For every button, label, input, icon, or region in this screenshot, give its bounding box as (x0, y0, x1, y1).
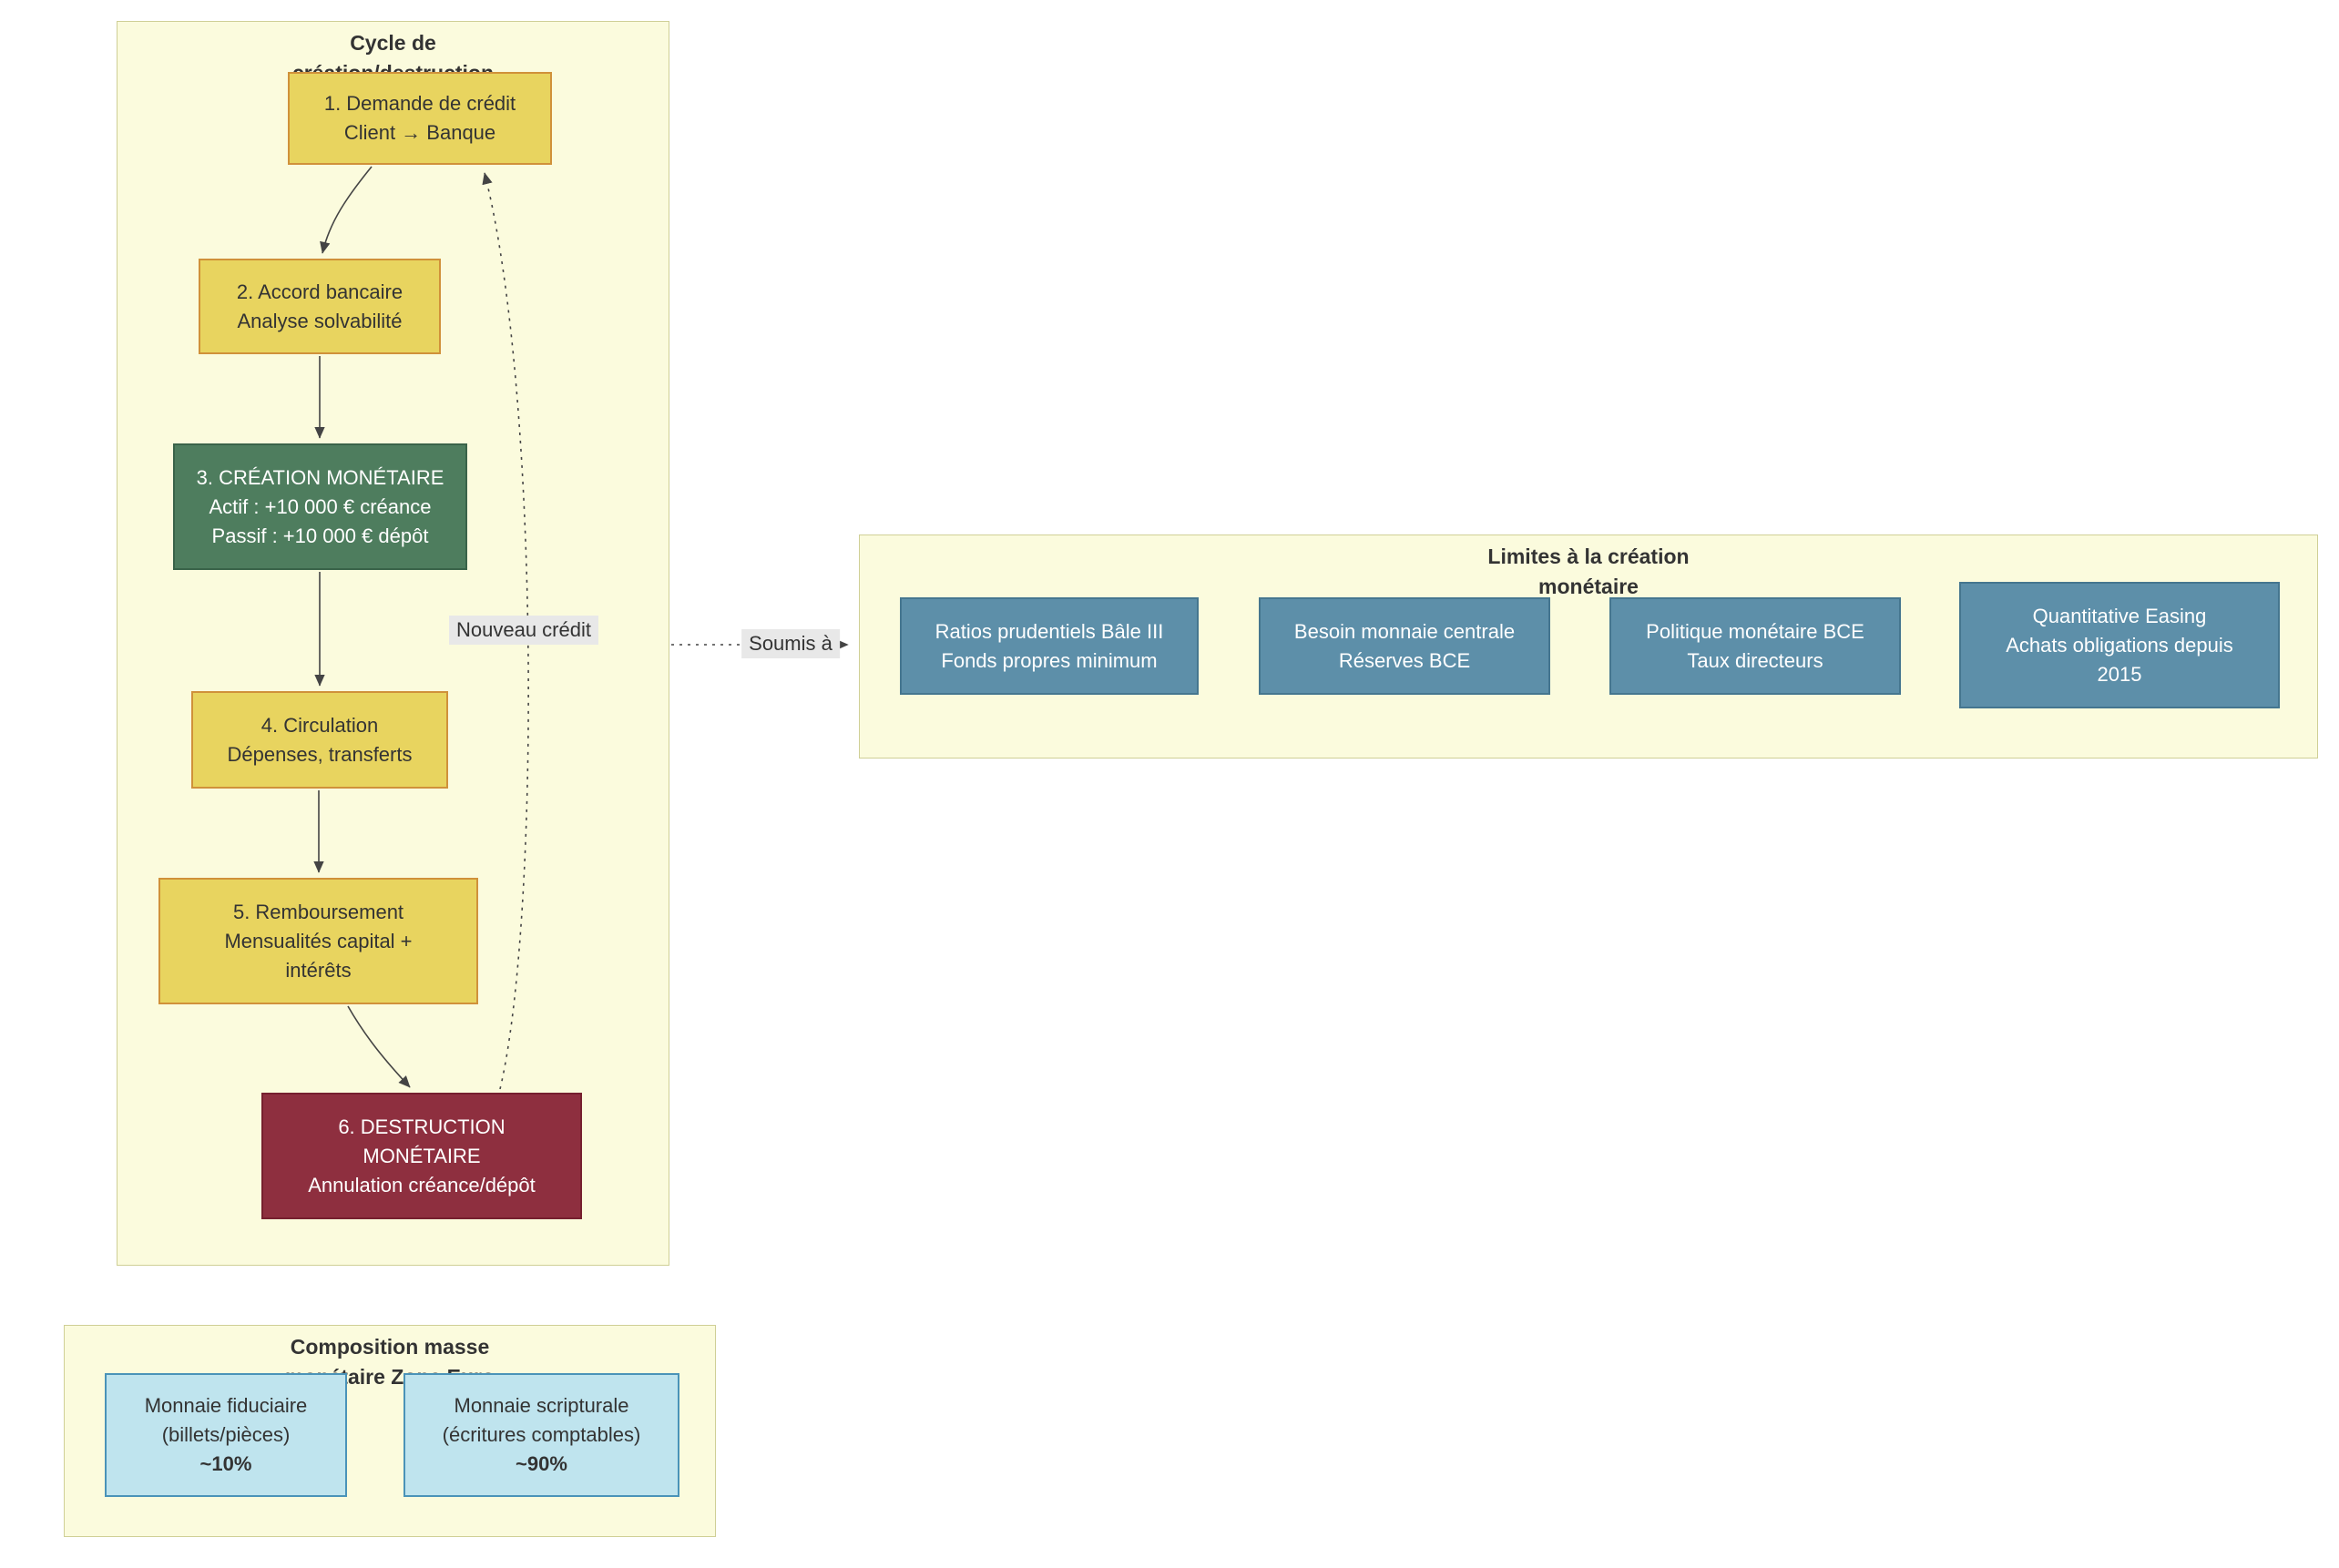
flow-node-circulation: 4. Circulation Dépenses, transferts (191, 691, 448, 789)
composition-node-scripturale: Monnaie scripturale (écritures comptable… (403, 1373, 679, 1497)
node-text-line: 2015 (2097, 662, 2142, 686)
node-text-line: MONÉTAIRE (363, 1144, 481, 1167)
node-text-line: Actif : +10 000 € créance (209, 494, 432, 518)
composition-node-fiduciaire: Monnaie fiduciaire (billets/pièces) ~10% (105, 1373, 347, 1497)
node-text-line: Besoin monnaie centrale (1293, 619, 1516, 643)
node-text-line: Client → Banque (343, 121, 496, 144)
node-text-line: Réserves BCE (1338, 648, 1471, 672)
node-text-line: 5. Remboursement (232, 900, 404, 923)
edge-label-soumis-a: Soumis à (741, 629, 840, 658)
composition-title-line1: Composition masse (290, 1335, 490, 1359)
node-text-line: intérêts (285, 958, 352, 982)
node-text-line: 4. Circulation (260, 713, 379, 737)
limit-node-quantitative-easing: Quantitative Easing Achats obligations d… (1959, 582, 2280, 708)
limit-node-monnaie-centrale: Besoin monnaie centrale Réserves BCE (1259, 597, 1550, 695)
node-text-line: Ratios prudentiels Bâle III (935, 619, 1164, 643)
cycle-title-line1: Cycle de (350, 31, 436, 55)
node-text-line: Taux directeurs (1687, 648, 1823, 672)
node-text-line: (billets/pièces) (161, 1423, 291, 1446)
node-text-line: Quantitative Easing (2032, 604, 2207, 627)
node-text-line: 1. Demande de crédit (323, 92, 516, 115)
node-text-line: Achats obligations depuis (2006, 633, 2233, 657)
flow-node-remboursement: 5. Remboursement Mensualités capital + i… (158, 878, 478, 1004)
node-text-line: Monnaie scripturale (454, 1394, 629, 1417)
limits-title-line1: Limites à la création (1487, 545, 1690, 568)
node-text-line: 6. DESTRUCTION (338, 1115, 506, 1138)
edge-label-nouveau-credit: Nouveau crédit (449, 616, 598, 645)
node-text-line: Passif : +10 000 € dépôt (211, 524, 429, 547)
flow-node-accord-bancaire: 2. Accord bancaire Analyse solvabilité (199, 259, 441, 354)
node-text-line: (écritures comptables) (442, 1423, 641, 1446)
node-text-line: Analyse solvabilité (237, 309, 403, 332)
node-text-line: 3. CRÉATION MONÉTAIRE (196, 465, 444, 489)
limit-node-politique-monetaire: Politique monétaire BCE Taux directeurs (1609, 597, 1901, 695)
limits-subgraph-title: Limites à la création monétaire (859, 542, 2318, 602)
limits-title-line2: monétaire (1538, 575, 1639, 598)
flow-node-creation-monetaire: 3. CRÉATION MONÉTAIRE Actif : +10 000 € … (173, 443, 467, 570)
node-text-line: Monnaie fiduciaire (144, 1394, 308, 1417)
node-text-line: 2. Accord bancaire (236, 280, 403, 303)
node-text-line: Annulation créance/dépôt (308, 1173, 536, 1196)
flow-node-demande-credit: 1. Demande de crédit Client → Banque (288, 72, 552, 165)
node-text-line: Mensualités capital + (224, 929, 413, 952)
node-text-line: Dépenses, transferts (227, 742, 413, 766)
limit-node-ratios-prudentiels: Ratios prudentiels Bâle III Fonds propre… (900, 597, 1199, 695)
node-text-line: Fonds propres minimum (941, 648, 1158, 672)
node-text-line-bold: ~10% (199, 1452, 252, 1475)
node-text-line-bold: ~90% (516, 1452, 567, 1475)
flow-node-destruction-monetaire: 6. DESTRUCTION MONÉTAIRE Annulation créa… (261, 1093, 582, 1219)
node-text-line: Politique monétaire BCE (1646, 619, 1864, 643)
